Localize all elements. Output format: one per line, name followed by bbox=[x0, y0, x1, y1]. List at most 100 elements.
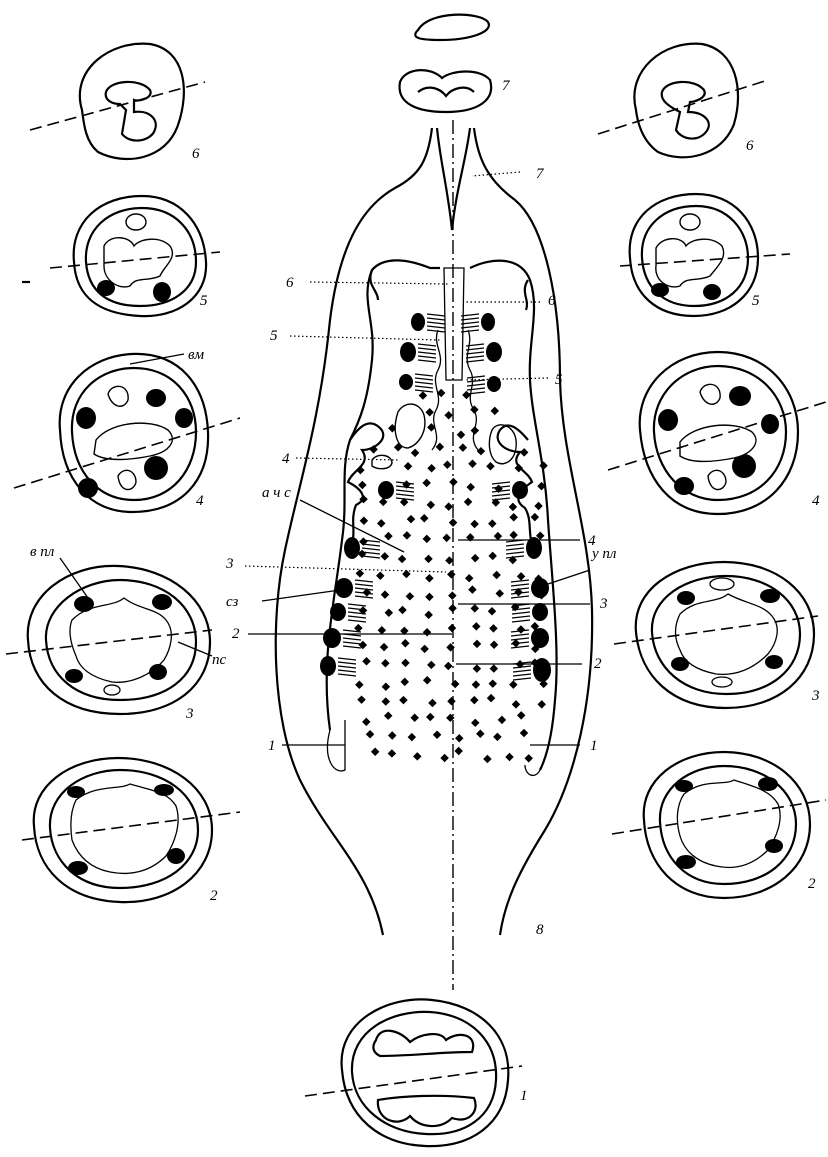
ovule-dot bbox=[376, 572, 384, 580]
filament-stripe bbox=[492, 498, 510, 500]
ovule-dot bbox=[477, 447, 485, 455]
filament-stripe bbox=[427, 314, 445, 316]
filament-stripe bbox=[348, 604, 366, 606]
filament-stripe bbox=[362, 556, 380, 558]
ovule-dot bbox=[473, 640, 481, 648]
anther-blob bbox=[533, 658, 551, 682]
ovule-dot bbox=[423, 676, 431, 684]
ovule-dot bbox=[448, 591, 456, 599]
filament-stripe bbox=[511, 580, 529, 582]
ovule-dot bbox=[455, 734, 463, 742]
ovule-dot bbox=[531, 513, 539, 521]
ovule-dot bbox=[449, 518, 457, 526]
filament-stripe bbox=[512, 620, 530, 622]
label-vm: вм bbox=[188, 347, 205, 363]
filament-stripe bbox=[492, 482, 510, 484]
label-5-right: 5 bbox=[555, 372, 563, 388]
label-4-left: 4 bbox=[282, 451, 290, 467]
filament-stripe bbox=[362, 544, 380, 546]
ovule-dot bbox=[509, 680, 517, 688]
ovule-dot bbox=[492, 571, 500, 579]
cross-section-3-right: 3 bbox=[614, 562, 820, 708]
anther-blob bbox=[532, 603, 548, 621]
ovule-dot bbox=[493, 733, 501, 741]
filament-stripe bbox=[418, 356, 436, 358]
ovule-dot bbox=[425, 593, 433, 601]
filament-stripe bbox=[396, 494, 414, 496]
label-cs4-right: 4 bbox=[812, 493, 820, 509]
label-cs3-right: 3 bbox=[811, 688, 820, 704]
ovule-dot bbox=[444, 662, 452, 670]
ovule-dot bbox=[440, 754, 448, 762]
right-stippled-organ bbox=[489, 425, 516, 464]
ovule-dot bbox=[442, 534, 450, 542]
filament-stripe bbox=[513, 670, 531, 672]
label-3-left: 3 bbox=[225, 556, 234, 572]
filament-stripe bbox=[467, 376, 485, 378]
filament-stripe bbox=[512, 616, 530, 618]
ovule-dot bbox=[381, 659, 389, 667]
ovule-dot bbox=[464, 498, 472, 506]
ovule-dot bbox=[443, 461, 451, 469]
ovule-dot bbox=[489, 679, 497, 687]
label-cs3-left: 3 bbox=[185, 706, 194, 722]
cross-section-2-left: 2 bbox=[22, 758, 240, 904]
ovule-dot bbox=[380, 643, 388, 651]
ovule-dot bbox=[362, 657, 370, 665]
ovule-dot bbox=[398, 555, 406, 563]
ovule-dot bbox=[454, 747, 462, 755]
label-cs5-right: 5 bbox=[752, 293, 760, 309]
ovule-dot bbox=[362, 718, 370, 726]
filament-stripe bbox=[355, 588, 373, 590]
filament-stripe bbox=[466, 360, 484, 362]
ovule-dot bbox=[427, 661, 435, 669]
ovule-dot bbox=[539, 461, 547, 469]
ovule-dot bbox=[490, 664, 498, 672]
upper-left-lobe bbox=[370, 270, 378, 300]
ovule-dot bbox=[494, 532, 502, 540]
filament-stripe bbox=[415, 378, 433, 380]
ovule-dot bbox=[472, 622, 480, 630]
label-cs2-right: 2 bbox=[808, 876, 816, 892]
ovule-dot bbox=[488, 519, 496, 527]
ovule-dot bbox=[459, 443, 467, 451]
ovule-dot bbox=[357, 695, 365, 703]
label-8: 8 bbox=[536, 922, 544, 938]
filament-stripe bbox=[396, 490, 414, 492]
anther-blob bbox=[335, 578, 353, 598]
center-leaders bbox=[245, 172, 590, 745]
ovule-dot bbox=[423, 628, 431, 636]
filament-stripe bbox=[355, 584, 373, 586]
filament-stripe bbox=[338, 666, 356, 668]
filament-stripe bbox=[466, 352, 484, 354]
ovule-dot bbox=[419, 391, 427, 399]
filament-stripe bbox=[355, 596, 373, 598]
ovule-dot bbox=[384, 711, 392, 719]
ovule-dot bbox=[425, 408, 433, 416]
ovule-dot bbox=[488, 607, 496, 615]
ovule-dot bbox=[486, 462, 494, 470]
anther-blob bbox=[320, 656, 336, 676]
label-cs1: 1 bbox=[520, 1088, 528, 1104]
ovule-dot bbox=[403, 531, 411, 539]
filament-stripe bbox=[513, 678, 531, 680]
filament-stripe bbox=[511, 638, 529, 640]
filament-stripe bbox=[506, 556, 524, 558]
ovule-dot bbox=[490, 641, 498, 649]
ovule-dot bbox=[420, 645, 428, 653]
filament-stripe bbox=[362, 548, 380, 550]
anther-blob bbox=[512, 481, 528, 499]
cross-section-4-right: 4 bbox=[608, 352, 826, 514]
ovule-dot bbox=[401, 639, 409, 647]
filament-stripe bbox=[338, 658, 356, 660]
ovule-dot bbox=[505, 753, 513, 761]
ovule-dot bbox=[457, 431, 465, 439]
filament-stripe bbox=[415, 374, 433, 376]
ovule-dot bbox=[509, 531, 517, 539]
label-2-right: 2 bbox=[594, 656, 602, 672]
filament-stripe bbox=[511, 646, 529, 648]
anther-blob bbox=[481, 313, 495, 331]
ovule-dot bbox=[468, 585, 476, 593]
filament-stripe bbox=[418, 348, 436, 350]
cross-section-1: 1 bbox=[305, 999, 528, 1146]
